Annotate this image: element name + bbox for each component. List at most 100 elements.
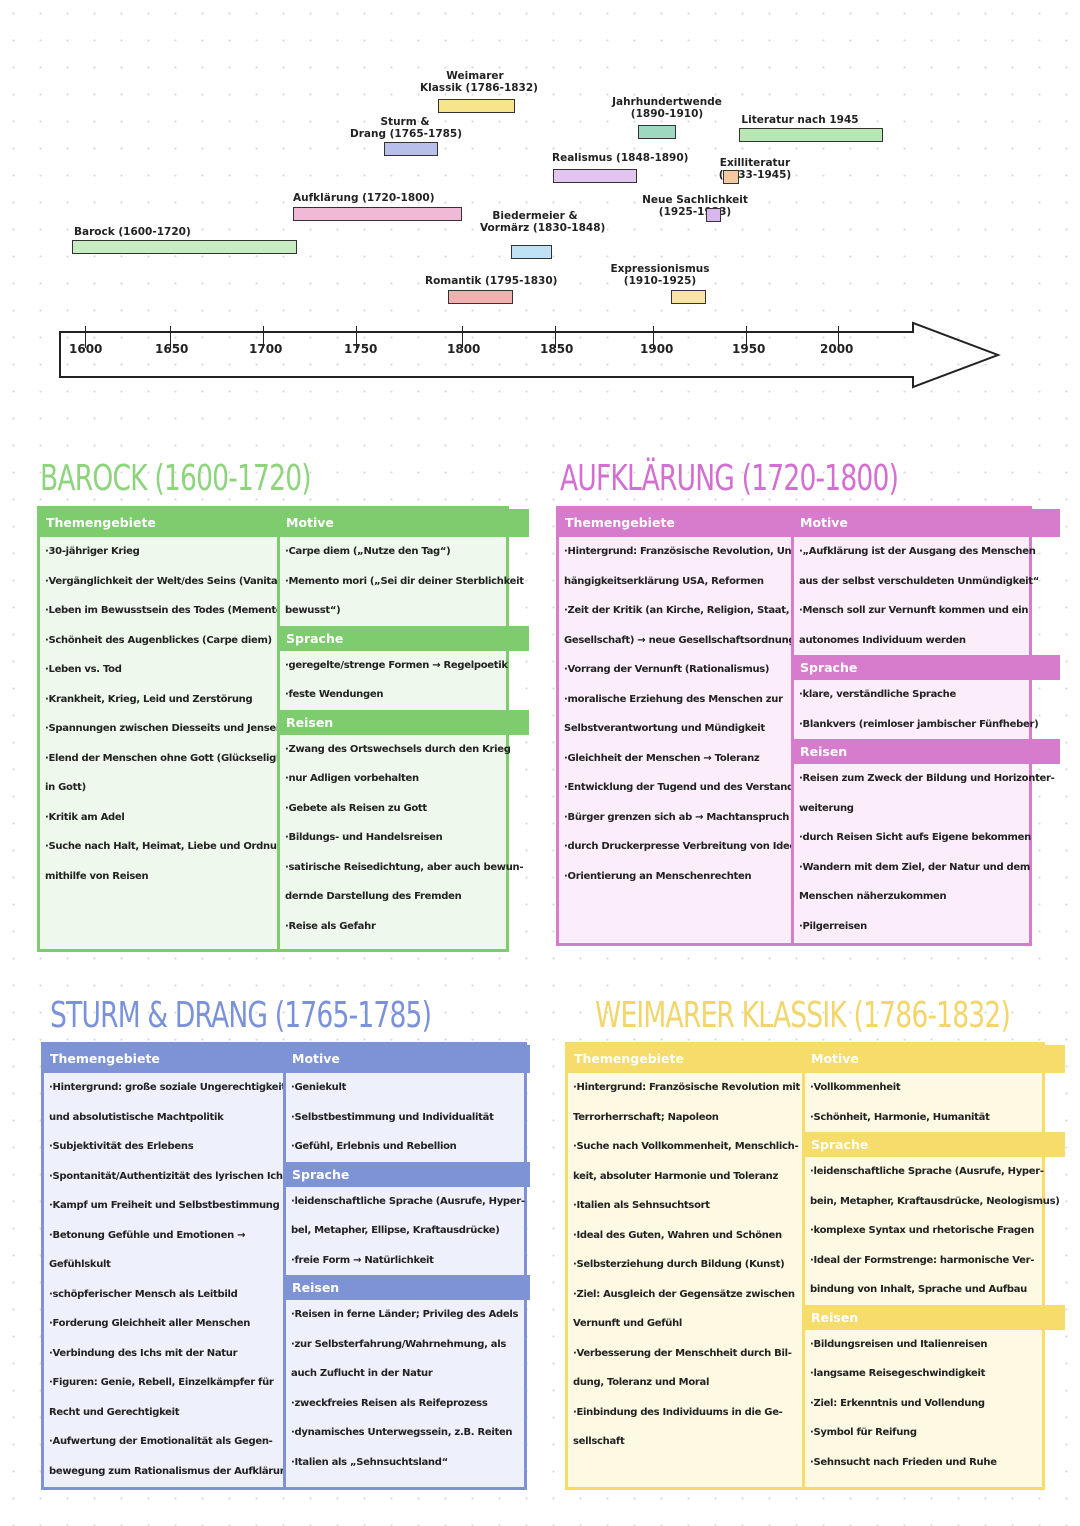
- list-item: ·Suche nach Vollkommenheit, Menschlich-: [573, 1141, 799, 1152]
- list-item: Menschen näherzukommen: [799, 891, 947, 902]
- list-item: bewusst“): [285, 605, 341, 616]
- year-label: 1900: [640, 342, 674, 356]
- motifs-column: Motive·Geniekult·Selbstbestimmung und In…: [286, 1045, 530, 1487]
- list-item: ·Schönheit des Augenblickes (Carpe diem): [45, 634, 272, 646]
- list-item: Gefühlskult: [49, 1259, 111, 1270]
- themes-column: Themengebiete·Hintergrund: große soziale…: [44, 1045, 286, 1487]
- column-heading: Motive: [280, 509, 529, 537]
- motifs-column: Motive·„Aufklärung ist der Ausgang des M…: [794, 509, 1060, 943]
- list-item: ·Gebete als Reisen zu Gott: [285, 802, 427, 814]
- list-item: Selbstverantwortung und Mündigkeit: [564, 723, 765, 734]
- list-item: ·Suche nach Halt, Heimat, Liebe und Ordn…: [45, 841, 277, 852]
- list-item: ·Forderung Gleichheit aller Menschen: [49, 1318, 251, 1329]
- themes-column: Themengebiete·30-jähriger Krieg·Vergängl…: [40, 509, 280, 949]
- era-bar: [293, 207, 462, 221]
- year-label: 1850: [540, 342, 574, 356]
- era-label: Romantik (1795-1830): [425, 275, 558, 287]
- column-heading: Themengebiete: [40, 509, 277, 537]
- list-item: ·Ziel: Erkenntnis und Vollendung: [810, 1397, 985, 1409]
- column-heading: Sprache: [805, 1132, 1065, 1157]
- year-label: 1800: [447, 342, 481, 356]
- list-item: auch Zuflucht in der Natur: [291, 1368, 433, 1379]
- list-item: autonomes Individuum werden: [799, 634, 966, 646]
- list-item: ·zweckfreies Reisen als Reifeprozess: [291, 1397, 488, 1409]
- era-bar: [739, 128, 883, 142]
- list-item: ·Reisen in ferne Länder; Privileg des Ad…: [291, 1309, 519, 1320]
- list-item: ·komplexe Syntax und rhetorische Fragen: [810, 1225, 1035, 1236]
- year-label: 1700: [249, 342, 283, 356]
- era-bar: [438, 99, 515, 113]
- list-item: ·Leben im Bewusstsein des Todes (Memento…: [45, 605, 277, 616]
- list-item: aus der selbst verschuldeten Unmündigkei…: [799, 575, 1040, 587]
- list-item: ·leidenschaftliche Sprache (Ausrufe, Hyp…: [810, 1166, 1044, 1177]
- column-heading: Themengebiete: [559, 509, 791, 537]
- list-item: ·Krankheit, Krieg, Leid und Zerstörung: [45, 693, 253, 705]
- era-bar: [638, 125, 676, 139]
- list-item: ·Carpe diem („Nutze den Tag“): [285, 546, 451, 557]
- year-label: 2000: [820, 342, 854, 356]
- column-heading: Themengebiete: [568, 1045, 802, 1073]
- list-item: ·Gleichheit der Menschen → Toleranz: [564, 752, 760, 764]
- list-item: ·Subjektivität des Erlebens: [49, 1141, 194, 1152]
- list-item: ·langsame Reisegeschwindigkeit: [810, 1368, 986, 1379]
- column-heading: Sprache: [280, 625, 529, 651]
- list-item: ·Reise als Gefahr: [285, 920, 376, 932]
- list-item: bel, Metapher, Ellipse, Kraftausdrücke): [291, 1225, 500, 1236]
- section-table: Themengebiete ·Hintergrund: Französische …: [556, 506, 1060, 946]
- list-item: hängigkeitserklärung USA, Reformen: [564, 575, 764, 587]
- section-title: WEIMARER KLASSIK (1786-1832): [595, 995, 1011, 1036]
- list-item: ·Hintergrund: Französische Revolution, U…: [564, 546, 791, 557]
- list-item: ·klare, verständliche Sprache: [799, 689, 956, 700]
- timeline-tick: [263, 326, 264, 348]
- era-label: Realismus (1848-1890): [552, 152, 689, 164]
- section-title: AUFKLÄRUNG (1720-1800): [560, 458, 899, 499]
- list-item: ·Sehnsucht nach Frieden und Ruhe: [810, 1456, 997, 1468]
- year-label: 1950: [732, 342, 766, 356]
- list-item: ·Ideal des Guten, Wahren und Schönen: [573, 1229, 782, 1241]
- era-label: Jahrhundertwende (1890-1910): [612, 96, 722, 120]
- list-item: ·Bildungs- und Handelsreisen: [285, 832, 443, 843]
- list-item: ·Elend der Menschen ohne Gott (Glückseli…: [45, 752, 277, 764]
- timeline-tick: [170, 326, 171, 348]
- list-item: ·Selbsterziehung durch Bildung (Kunst): [573, 1259, 785, 1270]
- list-item: mithilfe von Reisen: [45, 870, 149, 882]
- list-item: ·freie Form → Natürlichkeit: [291, 1254, 434, 1266]
- list-item: ·Orientierung an Menschenrechten: [564, 870, 752, 882]
- list-item: ·Hintergrund: große soziale Ungerechtigk…: [49, 1082, 283, 1093]
- list-item: ·Figuren: Genie, Rebell, Einzelkämpfer f…: [49, 1377, 274, 1388]
- list-item: Vernunft und Gefühl: [573, 1318, 683, 1329]
- era-label: Aufklärung (1720-1800): [293, 192, 435, 204]
- list-item: ·Spontanität/Authentizität des lyrischen…: [49, 1170, 283, 1182]
- list-item: ·Betonung Gefühle und Emotionen →: [49, 1229, 246, 1241]
- era-label: Literatur nach 1945: [741, 114, 859, 126]
- era-bar: [448, 290, 513, 304]
- list-item: ·Pilgerreisen: [799, 920, 867, 932]
- list-item: dung, Toleranz und Moral: [573, 1377, 710, 1388]
- list-item: derndе Darstellung des Fremden: [285, 891, 462, 902]
- list-item: ·Einbindung des Individuums in die Ge-: [573, 1406, 783, 1418]
- era-bar: [553, 169, 637, 183]
- list-item: ·Bürger grenzen sich ab → Machtanspruch: [564, 811, 790, 823]
- list-item: ·durch Druckerpresse Verbreitung von Ide…: [564, 841, 791, 852]
- list-item: ·Vollkommenheit: [810, 1082, 901, 1093]
- list-item: ·Gefühl, Erlebnis und Rebellion: [291, 1141, 457, 1152]
- era-label: Sturm & Drang (1765-1785): [350, 116, 463, 140]
- list-item: bewegung zum Rationalismus der Aufklärun…: [49, 1465, 283, 1477]
- era-bar: [671, 290, 706, 304]
- era-label: Weimarer Klassik (1786-1832): [420, 70, 538, 94]
- list-item: ·Verbindung des Ichs mit der Natur: [49, 1347, 238, 1359]
- era-bar: [706, 208, 721, 222]
- column-heading: Motive: [805, 1045, 1065, 1073]
- list-item: ·Schönheit, Harmonie, Humanität: [810, 1111, 990, 1123]
- list-item: ·Kampf um Freiheit und Selbstbestimmung: [49, 1200, 280, 1211]
- section-table: Themengebiete·Hintergrund: große soziale…: [41, 1042, 530, 1490]
- list-item: ·satirische Reisedichtung, aber auch bew…: [285, 861, 524, 873]
- timeline-tick: [462, 326, 463, 348]
- list-item: und absolutistische Machtpolitik: [49, 1111, 224, 1123]
- column-heading: Reisen: [794, 739, 1060, 764]
- list-item: ·30-jähriger Krieg: [45, 546, 140, 557]
- list-item: bindung von Inhalt, Sprache und Aufbau: [810, 1284, 1027, 1295]
- list-item: ·leidenschaftliche Sprache (Ausrufe, Hyp…: [291, 1195, 525, 1207]
- section-title: STURM & DRANG (1765-1785): [50, 995, 432, 1036]
- list-item: ·Verbesserung der Menschheit durch Bil-: [573, 1347, 792, 1359]
